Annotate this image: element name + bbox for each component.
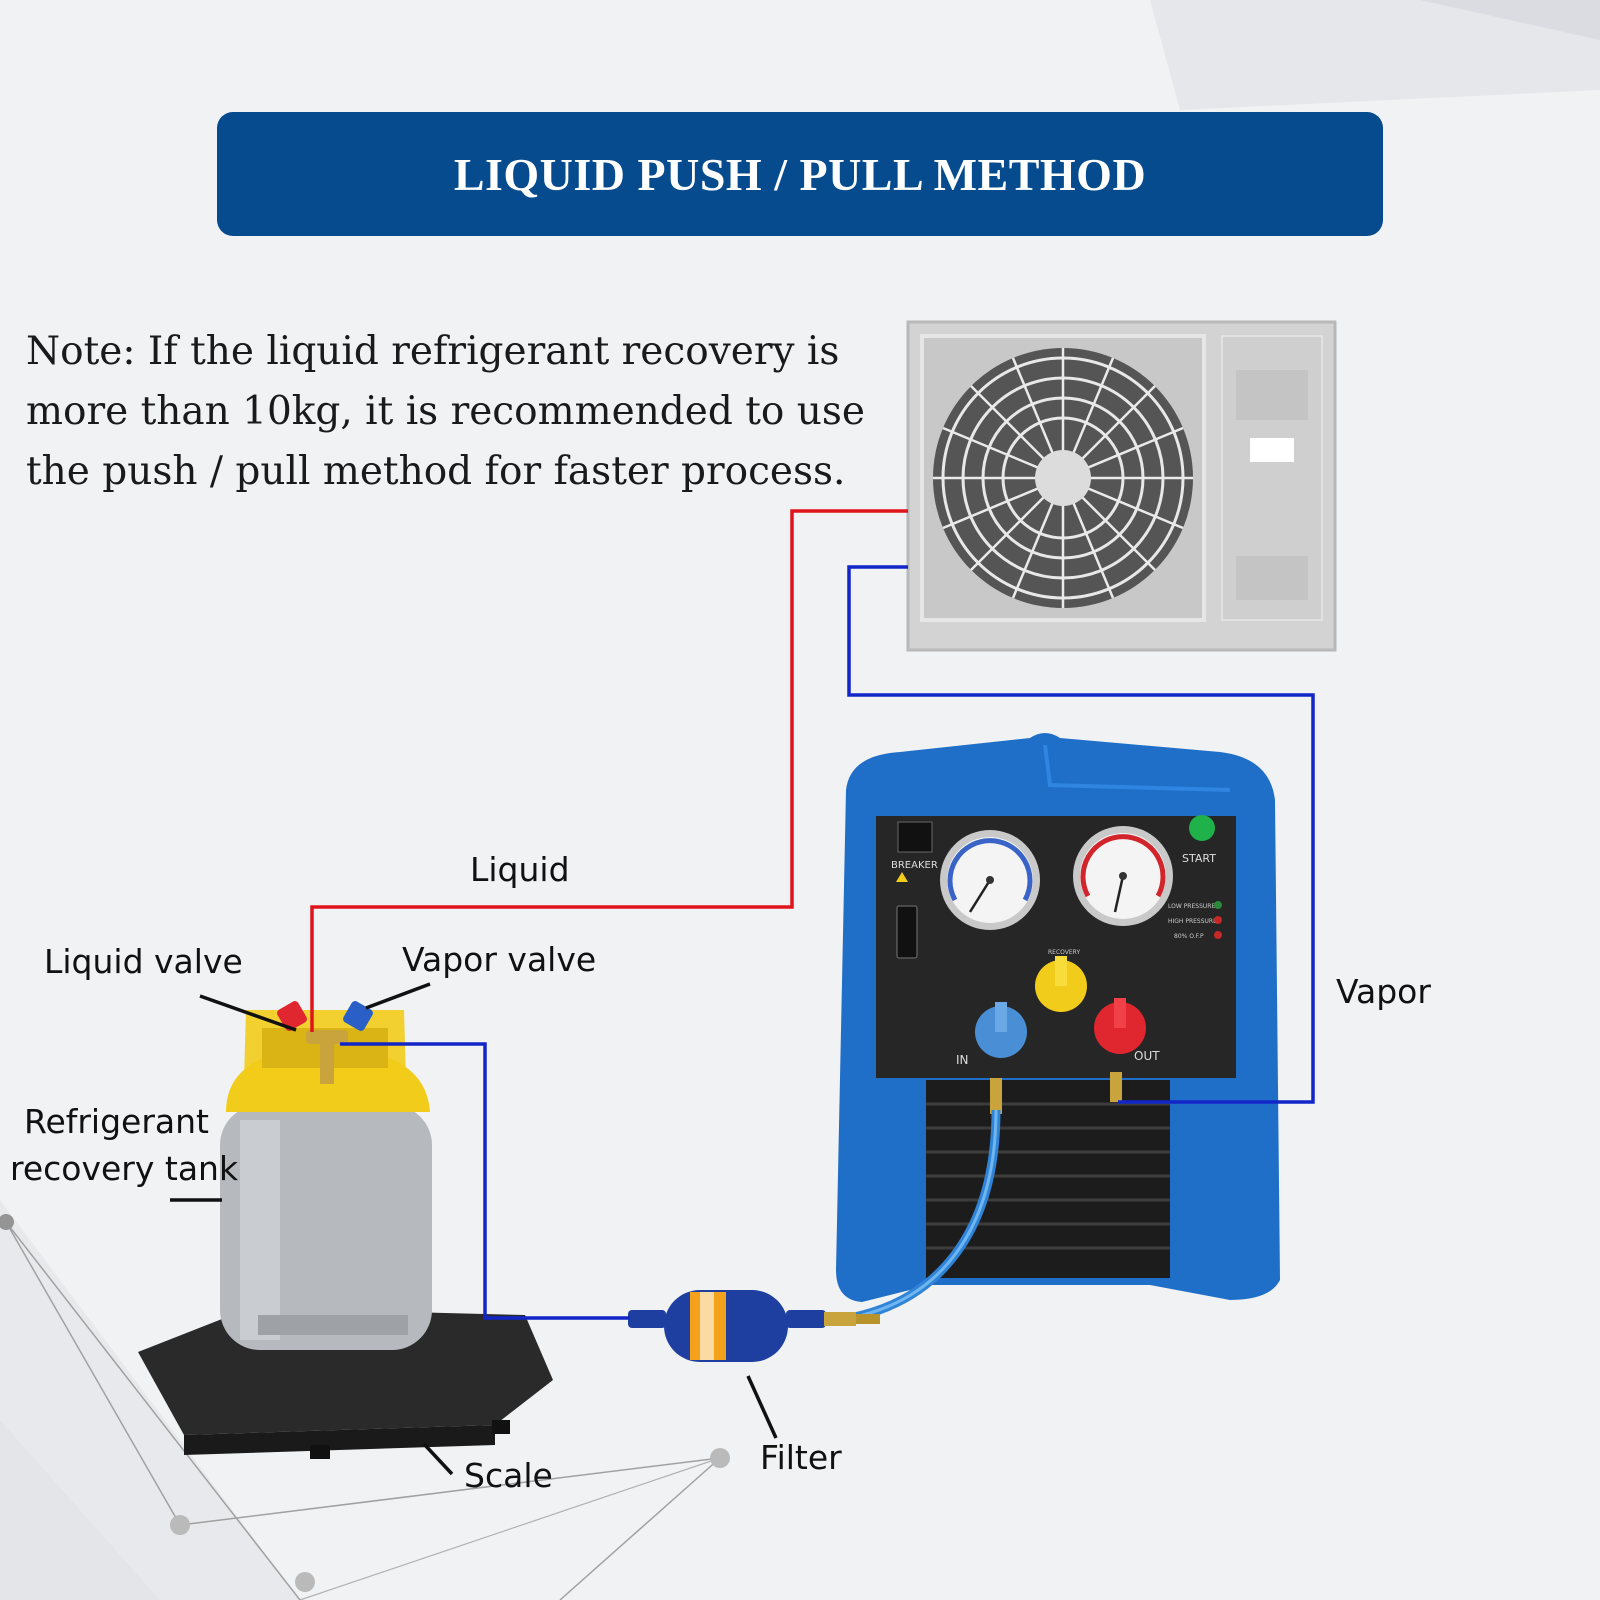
recovery-machine: BREAKER START LOW PRESSURE HIGH PRESSURE… — [836, 733, 1280, 1302]
machine-control-panel — [876, 816, 1236, 1078]
liquid-line-label: Liquid — [470, 850, 570, 889]
liquid-line — [310, 509, 908, 1032]
high-pressure-gauge — [1073, 826, 1173, 926]
ac-label-plate — [1250, 438, 1294, 462]
recovery-label: RECOVERY — [1048, 949, 1080, 956]
vapor-line-tank-to-filter — [340, 1042, 630, 1320]
recovery-tank-label-line2: recovery tank — [10, 1149, 239, 1188]
liquid-valve-label: Liquid valve — [44, 942, 243, 981]
label-leaders — [170, 982, 778, 1476]
filter-drier — [628, 1290, 880, 1362]
vapor-valve-label: Vapor valve — [402, 940, 597, 979]
high-pressure-label: HIGH PRESSURE — [1168, 918, 1217, 925]
start-button — [1189, 815, 1215, 841]
ac-fan-grille — [933, 348, 1193, 608]
hoses — [849, 1109, 1001, 1323]
recovery-tank-label-line1: Refrigerant — [24, 1102, 209, 1141]
fill-level-label: 80% O.F.P — [1174, 933, 1204, 940]
low-pressure-gauge — [940, 830, 1040, 930]
vapor-line-machine-to-ac — [847, 565, 1315, 1104]
scale-label: Scale — [464, 1456, 553, 1495]
recovery-tank-label: Refrigerant recovery tank — [10, 1098, 238, 1192]
title-banner: LIQUID PUSH / PULL METHOD — [217, 112, 1383, 236]
out-label: OUT — [1134, 1049, 1160, 1063]
recovery-tank — [220, 1001, 432, 1350]
breaker-label: BREAKER — [891, 860, 938, 871]
page-title: LIQUID PUSH / PULL METHOD — [453, 148, 1147, 200]
outdoor-ac-unit — [906, 320, 1337, 652]
filter-label: Filter — [760, 1438, 842, 1477]
low-pressure-label: LOW PRESSURE — [1168, 903, 1215, 910]
note-text: Note: If the liquid refrigerant recovery… — [26, 329, 865, 494]
start-label: START — [1182, 852, 1216, 865]
in-label: IN — [956, 1053, 969, 1067]
vapor-line-label: Vapor — [1336, 972, 1431, 1011]
